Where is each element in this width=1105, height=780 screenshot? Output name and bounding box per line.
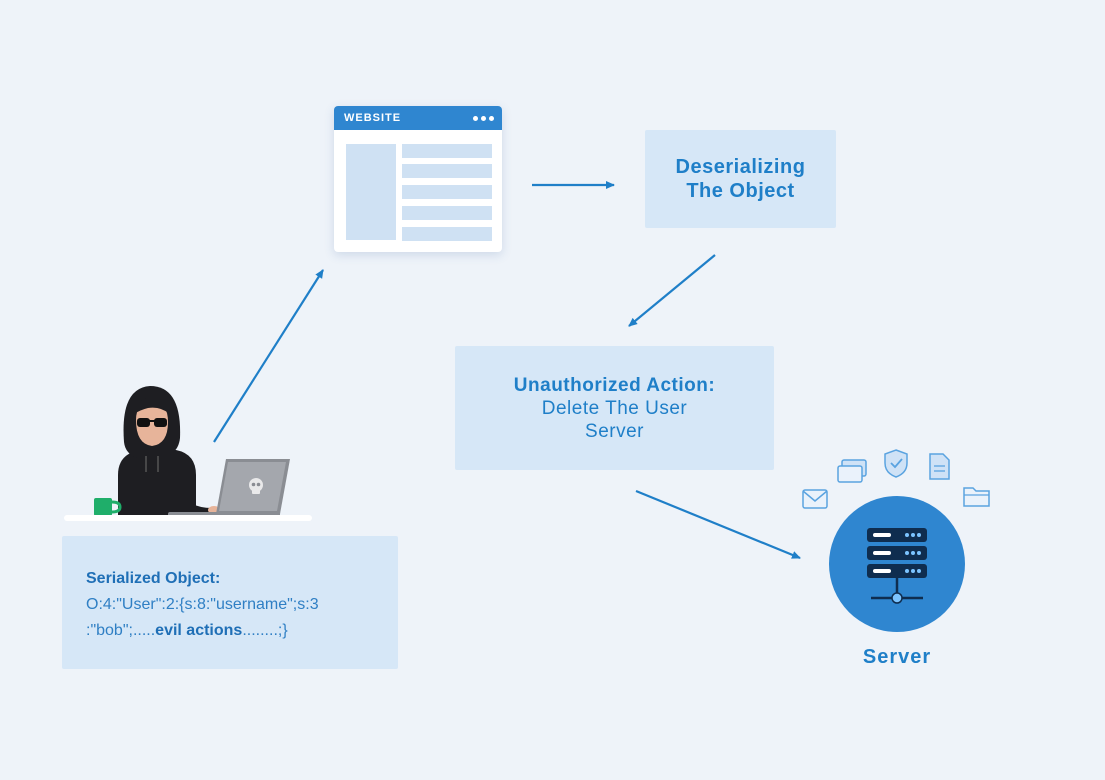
website-title: WEBSITE bbox=[344, 112, 402, 124]
document-icon bbox=[929, 453, 950, 480]
serialized-line-1: O:4:"User":2:{s:8:"username";s:3 bbox=[86, 596, 319, 613]
serialized-label: Serialized Object: bbox=[86, 570, 221, 587]
unauthorized-line-3: Server bbox=[585, 420, 644, 442]
serialized-line-2: :"bob";.....evil actions........;} bbox=[86, 618, 398, 644]
folder-icon bbox=[963, 487, 990, 507]
website-window: WEBSITE bbox=[334, 106, 502, 252]
deserialize-box: Deserializing The Object bbox=[645, 130, 836, 228]
website-sidebar-block bbox=[346, 144, 396, 240]
website-content-row bbox=[402, 164, 492, 178]
deserialize-line-1: Deserializing bbox=[675, 156, 806, 178]
server-circle bbox=[829, 496, 965, 632]
serialized-line-2-prefix: :"bob";..... bbox=[86, 622, 156, 639]
unauthorized-line-2: Delete The User bbox=[541, 397, 688, 419]
serialized-evil-actions: evil actions bbox=[155, 622, 243, 639]
arrow-deserialize-to-action bbox=[628, 254, 716, 327]
cards-icon bbox=[837, 459, 867, 483]
server-data-icons bbox=[802, 449, 990, 509]
serialized-line-2-suffix: ........;} bbox=[242, 622, 288, 639]
server-label: Server bbox=[862, 646, 932, 668]
website-content-row bbox=[402, 185, 492, 199]
website-content-row bbox=[402, 206, 492, 220]
server-rack-icon bbox=[867, 528, 927, 604]
deserialize-line-2: The Object bbox=[686, 180, 795, 202]
website-content-row bbox=[402, 227, 492, 241]
unauthorized-title: Unauthorized Action: bbox=[513, 374, 716, 396]
more-dots-icon bbox=[473, 115, 494, 121]
hacker-figure bbox=[118, 386, 220, 518]
serialized-object-box: Serialized Object: O:4:"User":2:{s:8:"us… bbox=[62, 536, 398, 669]
mug-icon bbox=[94, 498, 122, 516]
envelope-icon bbox=[802, 489, 828, 509]
skull-icon bbox=[249, 478, 263, 494]
laptop-icon bbox=[168, 459, 290, 517]
unauthorized-action-box: Unauthorized Action: Delete The User Ser… bbox=[455, 346, 774, 470]
website-content-row bbox=[402, 144, 492, 158]
shield-check-icon bbox=[884, 449, 908, 478]
arrow-hacker-to-website bbox=[213, 269, 324, 443]
desk-surface bbox=[64, 515, 312, 521]
website-titlebar: WEBSITE bbox=[334, 106, 502, 130]
arrow-action-to-server bbox=[635, 489, 801, 560]
